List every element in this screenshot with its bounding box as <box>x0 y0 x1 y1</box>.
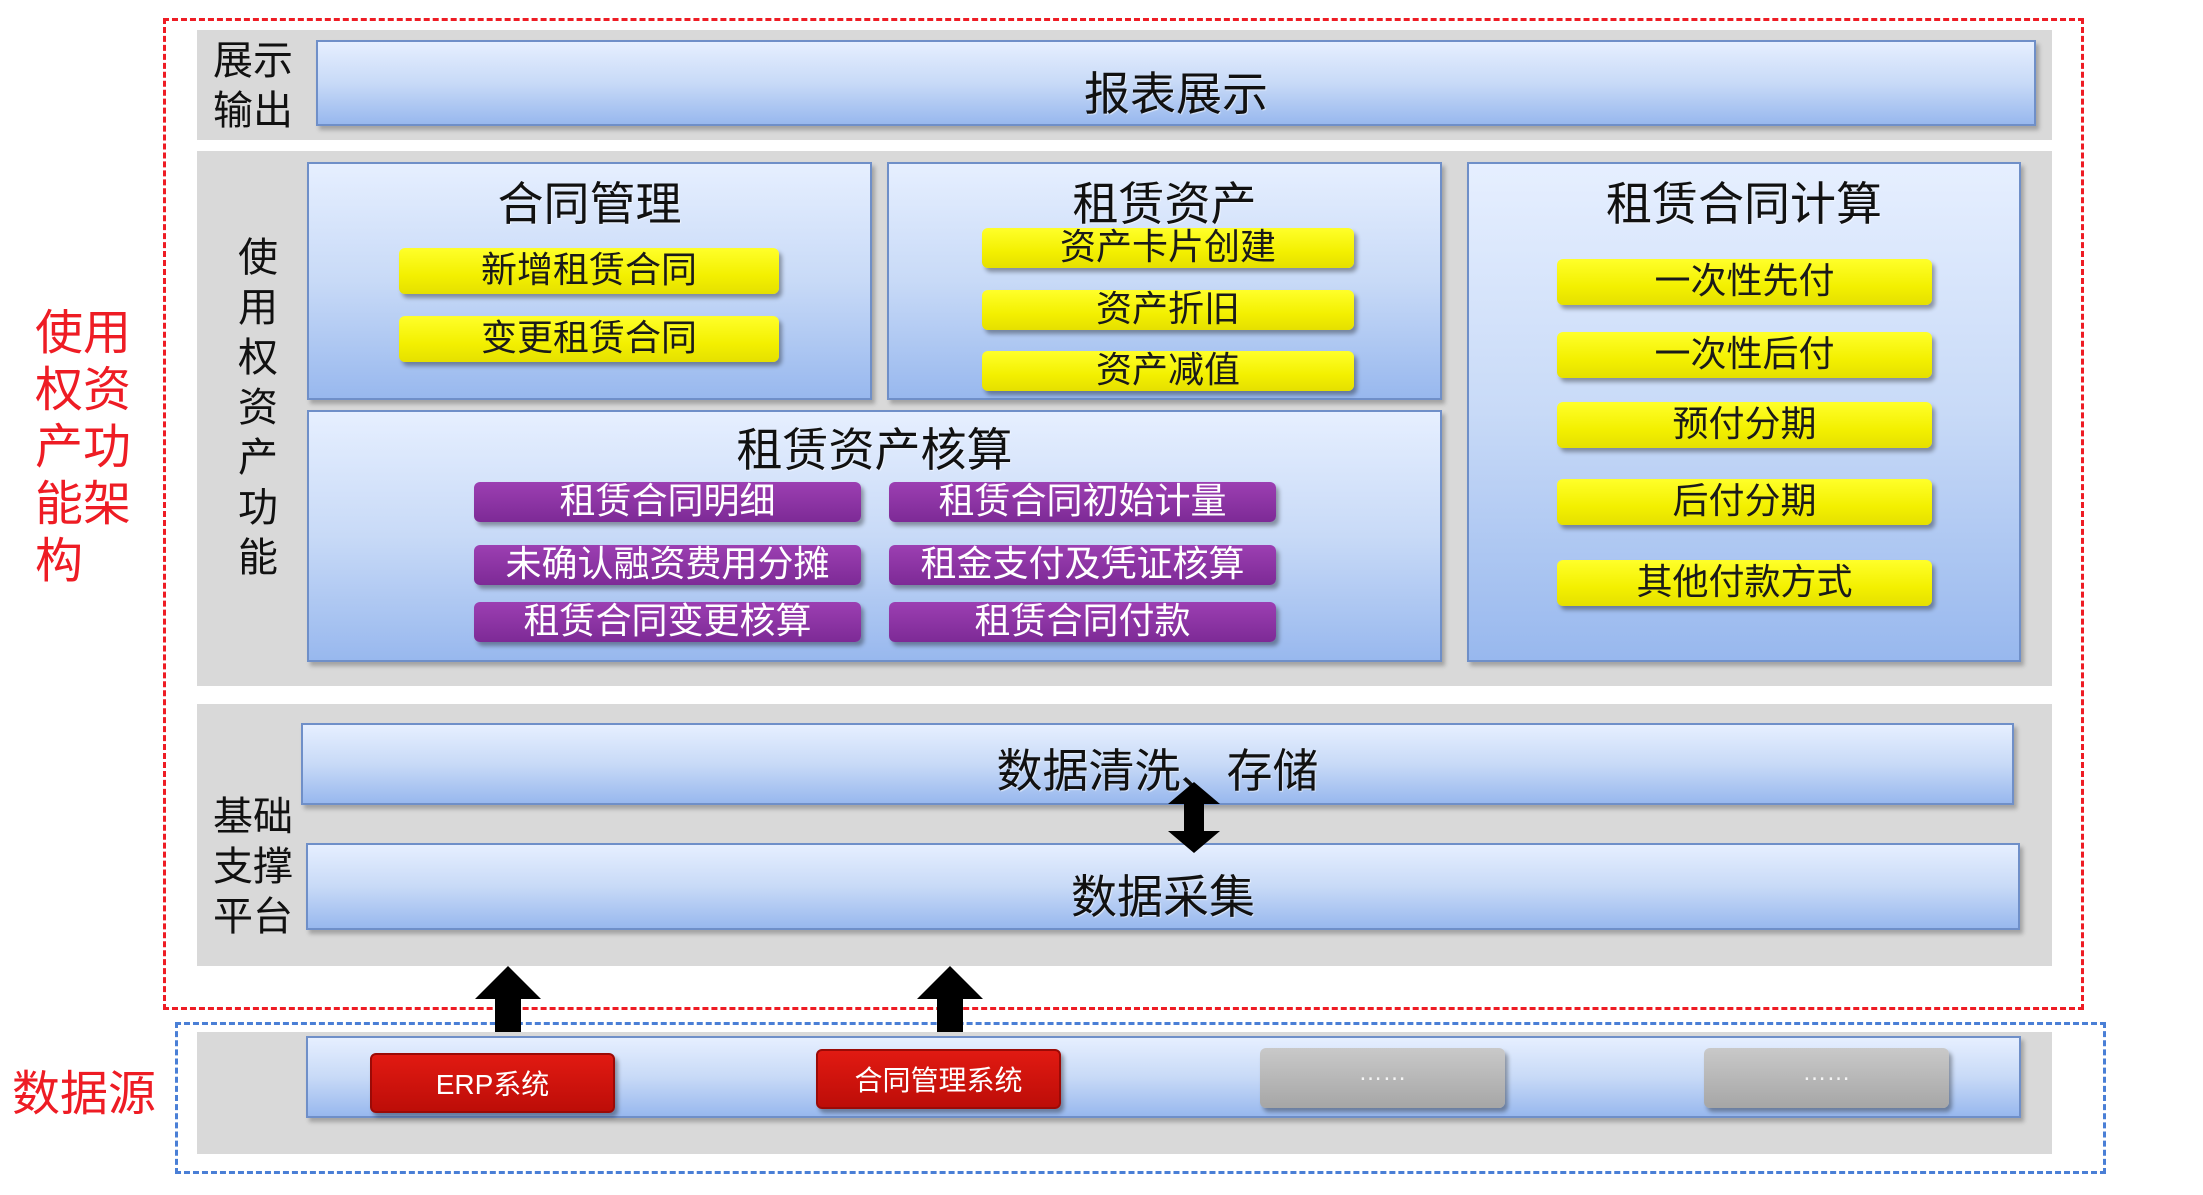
lease-contract-calculation-title: 租赁合同计算 <box>1606 177 1882 231</box>
other-source-2: …… <box>1704 1048 1949 1108</box>
add-lease-contract: 新增租赁合同 <box>399 248 779 294</box>
erp-system: ERP系统 <box>370 1053 615 1113</box>
lump-sum-advance-payment: 一次性先付 <box>1557 259 1932 305</box>
function-architecture-label: 使用 权资 产功 能架 构 <box>35 305 132 589</box>
data-collection-bar: 数据采集 <box>306 843 2020 930</box>
other-source-1: …… <box>1260 1048 1505 1108</box>
prepaid-installments: 预付分期 <box>1557 402 1932 448</box>
other-payment-methods: 其他付款方式 <box>1557 560 1932 606</box>
asset-card-creation: 资产卡片创建 <box>982 228 1354 268</box>
lease-assets-panel: 租赁资产 资产卡片创建 资产折旧 资产减值 <box>887 162 1442 400</box>
output-layer-label: 展示 输出 <box>213 38 293 134</box>
contract-management-title: 合同管理 <box>497 177 682 231</box>
contract-management-panel: 合同管理 新增租赁合同 变更租赁合同 <box>307 162 872 400</box>
rent-payment-voucher-accounting: 租金支付及凭证核算 <box>889 545 1276 585</box>
asset-depreciation: 资产折旧 <box>982 290 1354 330</box>
data-source-frame <box>175 1022 2106 1174</box>
report-display-bar: 报表展示 <box>316 40 2036 126</box>
support-layer-label: 基础 支撑 平台 <box>213 794 293 940</box>
lease-asset-accounting-panel: 租赁资产核算 租赁合同明细 租赁合同初始计量 未确认融资费用分摊 租金支付及凭证… <box>307 410 1442 662</box>
bidirectional-arrow-icon <box>1168 782 1220 853</box>
lease-contract-payment: 租赁合同付款 <box>889 602 1276 642</box>
function-layer-label: 使 用 权 资 产 功 能 <box>238 235 278 581</box>
lease-contract-details: 租赁合同明细 <box>474 482 861 522</box>
report-display-title: 报表展示 <box>1084 67 1268 121</box>
lump-sum-deferred-payment: 一次性后付 <box>1557 332 1932 378</box>
up-arrow-icon-erp <box>475 966 541 1036</box>
data-cleaning-storage-bar: 数据清洗、存储 <box>301 723 2014 805</box>
lease-contract-calculation-panel: 租赁合同计算 一次性先付 一次性后付 预付分期 后付分期 其他付款方式 <box>1467 162 2021 662</box>
lease-asset-accounting-title: 租赁资产核算 <box>736 423 1013 477</box>
asset-impairment: 资产减值 <box>982 351 1354 391</box>
postpaid-installments: 后付分期 <box>1557 479 1932 525</box>
lease-assets-title: 租赁资产 <box>1072 177 1257 231</box>
change-lease-contract: 变更租赁合同 <box>399 316 779 362</box>
data-collection-title: 数据采集 <box>1071 870 1255 924</box>
function-architecture-frame <box>163 18 2084 1010</box>
unrecognized-financing-allocation: 未确认融资费用分摊 <box>474 545 861 585</box>
data-source-label: 数据源 <box>12 1066 157 1122</box>
data-cleaning-storage-title: 数据清洗、存储 <box>996 744 1319 798</box>
initial-measurement: 租赁合同初始计量 <box>889 482 1276 522</box>
contract-management-system: 合同管理系统 <box>816 1049 1061 1109</box>
data-source-container: ERP系统 合同管理系统 …… …… <box>306 1036 2021 1118</box>
up-arrow-icon-contract-system <box>917 966 983 1036</box>
contract-change-accounting: 租赁合同变更核算 <box>474 602 861 642</box>
